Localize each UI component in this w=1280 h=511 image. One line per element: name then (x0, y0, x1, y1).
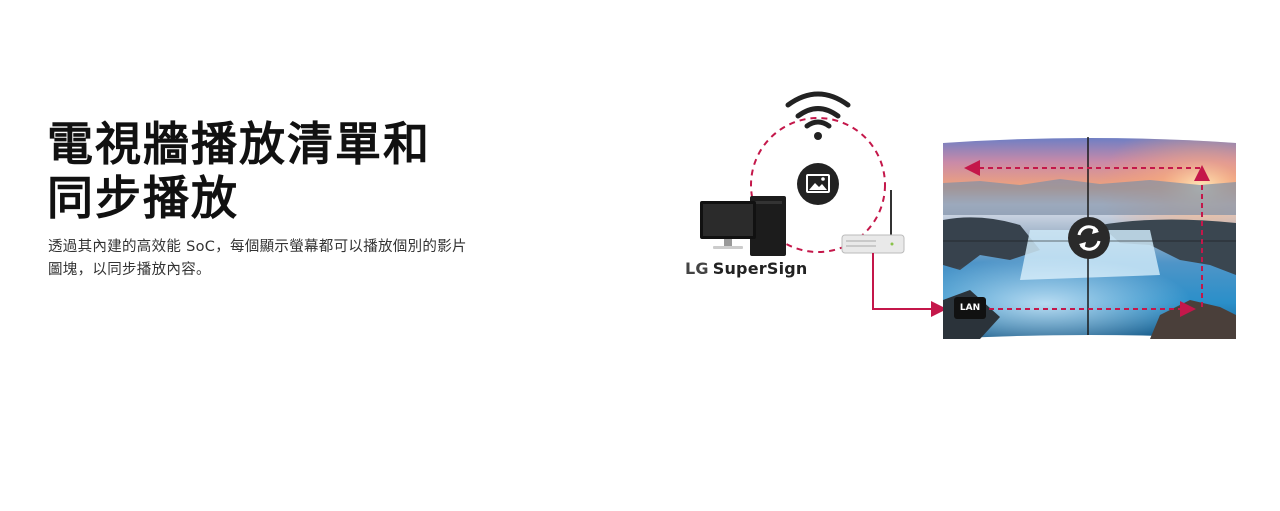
brand-lg: LG (685, 259, 709, 278)
image-icon (797, 163, 839, 205)
sync-icon (1068, 217, 1110, 259)
wireless-loop (750, 117, 886, 253)
pc-icon (700, 196, 786, 256)
sync-arrows (964, 160, 1210, 317)
feature-description: 透過其內建的高效能 SoC，每個顯示螢幕都可以播放個別的影片圖塊，以同步播放內容… (48, 239, 467, 278)
lan-badge: LAN (954, 297, 986, 319)
page-title-line-1: 電視牆播放清單和 (47, 117, 431, 171)
router-icon (841, 190, 905, 254)
wifi-icon (785, 91, 851, 129)
page-title: 電視牆播放清單和 同步播放 (47, 117, 431, 225)
lan-cable (872, 253, 947, 317)
brand-product: SuperSign (712, 259, 808, 278)
page-title-line-2: 同步播放 (47, 171, 239, 225)
